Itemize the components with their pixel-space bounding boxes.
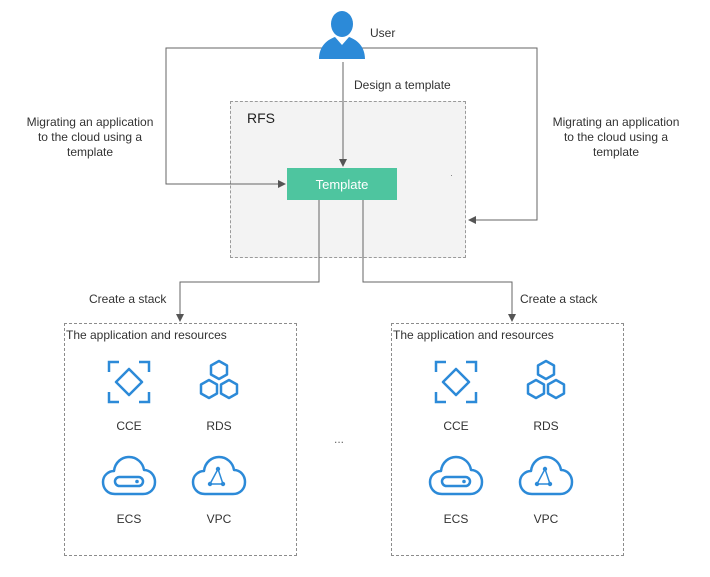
resource-label: ECS <box>443 512 469 526</box>
group-title: The application and resources <box>66 328 227 342</box>
ellipsis: ... <box>334 432 345 446</box>
resource-label: ECS <box>116 512 142 526</box>
resource-group-right: The application and resources CCE RDS <box>391 323 624 556</box>
template-node: Template <box>287 168 397 200</box>
resource-group-left: The application and resources CCE RDS <box>64 323 297 556</box>
ecs-icon <box>428 455 484 496</box>
vpc-icon <box>518 455 574 496</box>
resource-ecs: ECS <box>94 454 164 526</box>
stray-dot <box>451 175 452 176</box>
resource-label: VPC <box>533 512 559 526</box>
resource-label: CCE <box>116 419 142 433</box>
user-icon <box>319 11 365 59</box>
resource-vpc: VPC <box>511 454 581 526</box>
migrate-left-arrow <box>165 47 323 188</box>
migrate-right-label: Migrating an application to the cloud us… <box>552 115 680 159</box>
resource-ecs: ECS <box>421 454 491 526</box>
resource-rds: RDS <box>184 359 254 433</box>
resource-label: VPC <box>206 512 232 526</box>
resource-label: CCE <box>443 419 469 433</box>
create-stack-right-label: Create a stack <box>520 292 598 306</box>
rds-icon <box>526 359 566 400</box>
resource-label: RDS <box>206 419 232 433</box>
resource-cce: CCE <box>94 359 164 433</box>
resource-rds: RDS <box>511 359 581 433</box>
rfs-title: RFS <box>247 110 275 126</box>
cce-icon <box>107 360 151 404</box>
cce-icon <box>434 360 478 404</box>
stack-right-arrow <box>362 200 516 322</box>
rds-icon <box>199 359 239 400</box>
vpc-icon <box>191 455 247 496</box>
resource-cce: CCE <box>421 359 491 433</box>
create-stack-left-label: Create a stack <box>89 292 167 306</box>
resource-vpc: VPC <box>184 454 254 526</box>
migrate-left-label: Migrating an application to the cloud us… <box>26 115 154 159</box>
resource-label: RDS <box>533 419 559 433</box>
design-template-label: Design a template <box>354 78 451 92</box>
user-label: User <box>370 26 396 40</box>
ecs-icon <box>101 455 157 496</box>
stack-left-arrow <box>176 200 320 322</box>
group-title: The application and resources <box>393 328 554 342</box>
migrate-right-arrow <box>362 47 538 224</box>
